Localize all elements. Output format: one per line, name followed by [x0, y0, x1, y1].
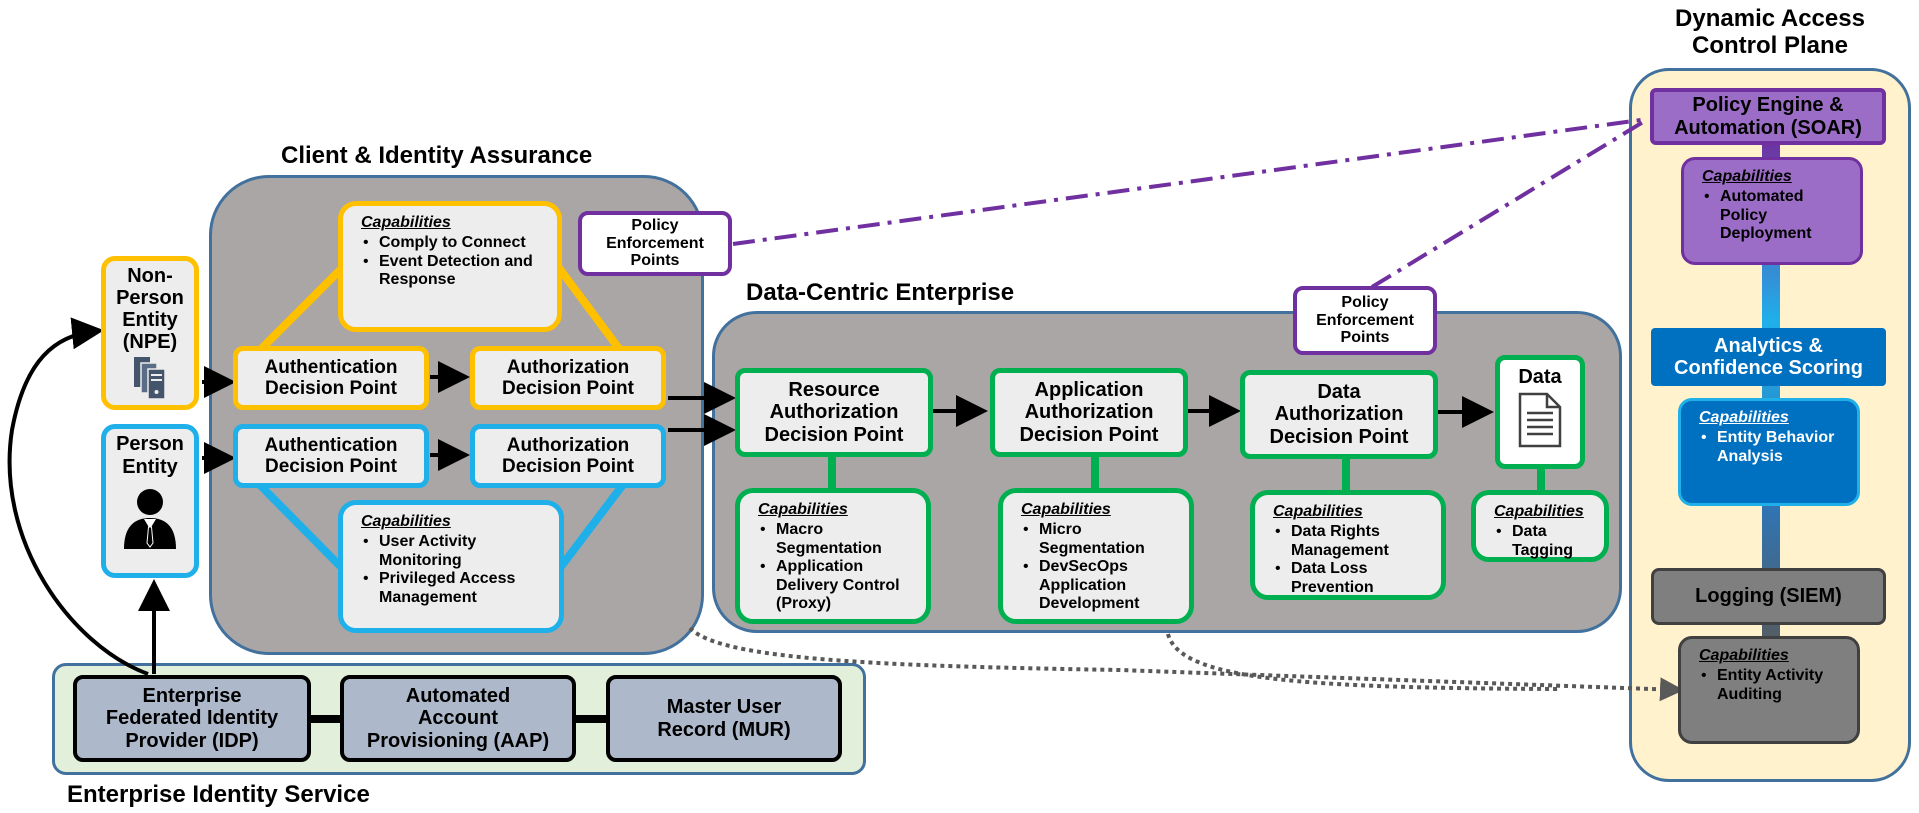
capability-item: Privileged Access Management — [363, 570, 549, 607]
aap-node: Automated Account Provisioning (AAP) — [340, 675, 576, 762]
idp-node: Enterprise Federated Identity Provider (… — [73, 675, 311, 762]
capabilities-title: Capabilities — [1699, 647, 1789, 664]
cap-data: Capabilities Data Tagging — [1471, 490, 1609, 562]
capabilities-title: Capabilities — [758, 501, 848, 518]
person-icon — [124, 489, 176, 549]
capability-item: Event Detection and Response — [363, 253, 547, 290]
capability-item: Data Tagging — [1496, 523, 1594, 560]
capability-item: Automated Policy Deployment — [1704, 188, 1850, 243]
capability-item: DevSecOps Application Development — [1023, 558, 1179, 613]
npe-label: Non- Person Entity (NPE) — [116, 265, 184, 353]
capability-item: Comply to Connect — [363, 234, 547, 253]
capability-item: Data Loss Prevention — [1275, 560, 1431, 597]
cap-application: Capabilities Micro Segmentation DevSecOp… — [998, 488, 1194, 624]
capability-item: Entity Activity Auditing — [1701, 667, 1847, 704]
capability-item: User Activity Monitoring — [363, 533, 549, 570]
logging-node: Logging (SIEM) — [1651, 568, 1886, 625]
data-authz-node: Data Authorization Decision Point — [1240, 370, 1438, 459]
capabilities-title: Capabilities — [361, 513, 451, 530]
capability-item: Macro Segmentation — [760, 521, 916, 558]
dynamic-access-title: Dynamic Access Control Plane — [1675, 5, 1865, 59]
person-box: Person Entity — [101, 424, 199, 578]
client-identity-title: Client & Identity Assurance — [281, 142, 593, 169]
document-icon — [1518, 392, 1562, 448]
analytics-node: Analytics & Confidence Scoring — [1651, 328, 1886, 386]
cap-resource: Capabilities Macro Segmentation Applicat… — [735, 488, 931, 624]
resource-authz-node: Resource Authorization Decision Point — [735, 368, 933, 457]
npe-box: Non- Person Entity (NPE) — [101, 256, 199, 410]
authn-top-node: Authentication Decision Point — [233, 346, 429, 410]
cap-data-auth: Capabilities Data Rights Management Data… — [1250, 490, 1446, 600]
cap-policy: Capabilities Automated Policy Deployment — [1681, 157, 1863, 265]
capabilities-title: Capabilities — [1494, 503, 1584, 520]
cap-analytics: Capabilities Entity Behavior Analysis — [1678, 398, 1860, 506]
person-label: Person Entity — [116, 433, 184, 478]
application-authz-node: Application Authorization Decision Point — [990, 368, 1188, 457]
capabilities-title: Capabilities — [1273, 503, 1363, 520]
identity-service-title: Enterprise Identity Service — [67, 781, 370, 808]
authn-bottom-node: Authentication Decision Point — [233, 424, 429, 488]
capabilities-title: Capabilities — [361, 214, 451, 231]
authz-bottom-node: Authorization Decision Point — [470, 424, 666, 488]
client-cap-bottom: Capabilities User Activity Monitoring Pr… — [338, 500, 564, 633]
data-node: Data — [1495, 355, 1585, 469]
capabilities-title: Capabilities — [1702, 168, 1792, 185]
capabilities-title: Capabilities — [1699, 409, 1789, 426]
client-cap-top: Capabilities Comply to Connect Event Det… — [338, 201, 562, 332]
capability-item: Application Delivery Control (Proxy) — [760, 558, 916, 613]
capability-item: Entity Behavior Analysis — [1701, 429, 1847, 466]
policy-enforcement-links — [732, 117, 1650, 289]
capabilities-title: Capabilities — [1021, 501, 1111, 518]
dce-pep-node: Policy Enforcement Points — [1293, 286, 1437, 355]
authz-top-node: Authorization Decision Point — [470, 346, 666, 410]
capability-item: Data Rights Management — [1275, 523, 1431, 560]
server-icon — [134, 357, 166, 400]
mur-node: Master User Record (MUR) — [606, 675, 842, 762]
data-label: Data — [1518, 366, 1562, 388]
capability-item: Micro Segmentation — [1023, 521, 1179, 558]
data-centric-title: Data-Centric Enterprise — [746, 279, 1015, 306]
policy-engine-node: Policy Engine & Automation (SOAR) — [1650, 88, 1886, 145]
cap-logging: Capabilities Entity Activity Auditing — [1678, 636, 1860, 744]
client-pep-node: Policy Enforcement Points — [578, 211, 732, 276]
